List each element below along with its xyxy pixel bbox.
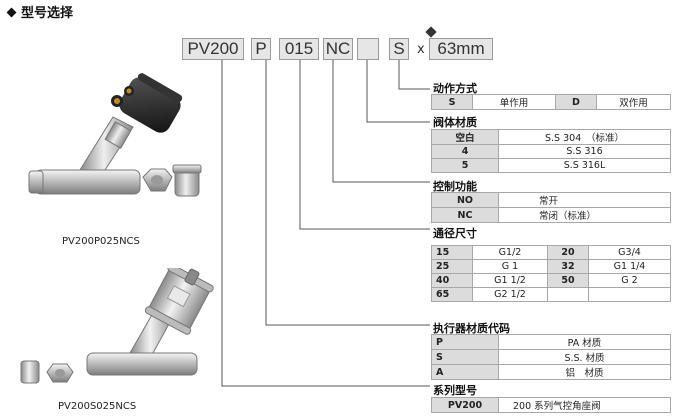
table-series: PV200 200 系列气控角座阀 — [431, 397, 671, 413]
cell-key: NC — [431, 207, 499, 223]
cell-value: S.S 316 — [498, 144, 671, 159]
table-row: PV200 200 系列气控角座阀 — [431, 397, 671, 413]
table-row: 5 S.S 316L — [431, 158, 671, 173]
cell-key: 50 — [547, 273, 589, 288]
code-action-box: S — [389, 38, 409, 60]
cell-value: G1/2 — [472, 245, 548, 260]
code-x-symbol: x — [417, 42, 425, 57]
cell-value: 200 系列气控角座阀 — [498, 397, 671, 413]
table-row: NC 常闭（标准） — [431, 207, 671, 223]
table-control: NO 常开 NC 常闭（标准） — [431, 192, 671, 223]
cell-value: 常开 — [498, 192, 671, 208]
table-row: 空白 S.S 304 （标准） — [431, 129, 671, 145]
table-row: A 铝 材质 — [431, 364, 671, 380]
cell-key: S — [431, 349, 499, 365]
code-bore-box: 015 — [279, 38, 319, 60]
table-action: S 单作用 D 双作用 — [431, 94, 671, 110]
table-row: NO 常开 — [431, 192, 671, 208]
cell-value: G3/4 — [588, 245, 671, 260]
cell-key: A — [431, 364, 499, 380]
cell-value: G1 1/4 — [588, 259, 671, 274]
code-material-box — [357, 38, 379, 60]
label-actuator-material: 执行器材质代码 — [433, 322, 510, 335]
cell-value: S.S. 材质 — [498, 349, 671, 365]
table-row: S 单作用 D 双作用 — [431, 94, 671, 110]
valve-ss-image — [20, 268, 214, 384]
table-row: P PA 材质 — [431, 334, 671, 350]
cell-value: G 2 — [588, 273, 671, 288]
cell-value: 单作用 — [472, 94, 556, 110]
table-row: 65 G2 1/2 — [431, 287, 671, 302]
cell-key: 32 — [547, 259, 589, 274]
cell-key: 65 — [431, 287, 473, 302]
cell-value — [588, 287, 671, 302]
cell-key: 20 — [547, 245, 589, 260]
cell-key — [547, 287, 589, 302]
cell-value: S.S 316L — [498, 158, 671, 173]
table-actuator-material: P PA 材质 S S.S. 材质 A 铝 材质 — [431, 334, 671, 380]
cell-key: NO — [431, 192, 499, 208]
cell-key: 4 — [431, 144, 499, 159]
table-body-material: 空白 S.S 304 （标准） 4 S.S 316 5 S.S 316L — [431, 129, 671, 173]
code-actuator-box: P — [251, 38, 271, 60]
cell-value: 铝 材质 — [498, 364, 671, 380]
cell-key: P — [431, 334, 499, 350]
cell-key: 5 — [431, 158, 499, 173]
table-row: 15 G1/2 20 G3/4 — [431, 245, 671, 260]
table-row: 40 G1 1/2 50 G 2 — [431, 273, 671, 288]
caption-bottom-valve: PV200S025NCS — [58, 401, 137, 412]
cell-key: 空白 — [431, 129, 499, 145]
table-bore: 15 G1/2 20 G3/4 25 G 1 32 G1 1/4 40 G1 1… — [431, 245, 671, 302]
table-row: S S.S. 材质 — [431, 349, 671, 365]
cell-key: 25 — [431, 259, 473, 274]
cell-value: G2 1/2 — [472, 287, 548, 302]
cell-value: G 1 — [472, 259, 548, 274]
label-series: 系列型号 — [433, 384, 477, 397]
cell-key: PV200 — [431, 397, 499, 413]
label-control: 控制功能 — [433, 180, 477, 193]
label-bore: 通径尺寸 — [433, 227, 477, 240]
valve-pa-image — [28, 73, 202, 197]
caption-top-valve: PV200P025NCS — [62, 236, 140, 247]
cell-value: PA 材质 — [498, 334, 671, 350]
cell-value: 双作用 — [596, 94, 671, 110]
cell-key: 15 — [431, 245, 473, 260]
table-row: 4 S.S 316 — [431, 144, 671, 159]
code-size-box: 63mm — [429, 38, 493, 60]
cell-key: S — [431, 94, 473, 110]
label-body-material: 阀体材质 — [433, 116, 477, 129]
cell-value: S.S 304 （标准） — [498, 129, 671, 145]
title-text: 型号选择 — [21, 6, 74, 21]
page-title: 型号选择 — [6, 2, 73, 21]
label-action: 动作方式 — [433, 82, 477, 95]
cell-key: D — [555, 94, 597, 110]
table-row: 25 G 1 32 G1 1/4 — [431, 259, 671, 274]
cell-value: 常闭（标准） — [498, 207, 671, 223]
code-control-box: NC — [323, 38, 353, 60]
cell-value: G1 1/2 — [472, 273, 548, 288]
code-series-box: PV200 — [182, 38, 244, 60]
cell-key: 40 — [431, 273, 473, 288]
